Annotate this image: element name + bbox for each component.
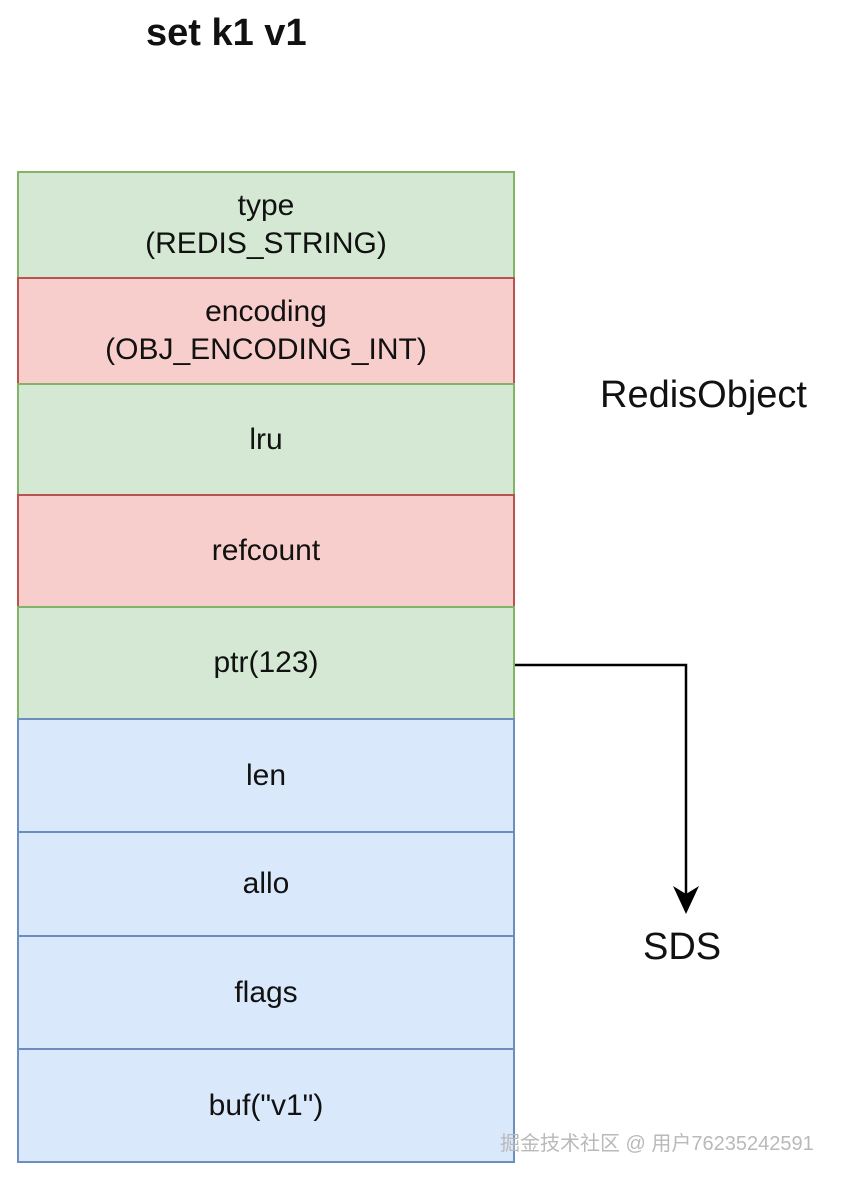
arrowhead-icon xyxy=(673,886,699,914)
field-lru: lru xyxy=(17,383,515,496)
field-refcount: refcount xyxy=(17,494,515,608)
field-ptr: ptr(123) xyxy=(17,606,515,720)
watermark: 掘金技术社区 @ 用户76235242591 xyxy=(500,1133,814,1155)
field-len: len xyxy=(17,718,515,833)
memory-layout-stack: type (REDIS_STRING) encoding (OBJ_ENCODI… xyxy=(17,171,515,1163)
diagram-title: set k1 v1 xyxy=(146,12,307,54)
sds-label: SDS xyxy=(643,926,722,968)
field-flags: flags xyxy=(17,935,515,1050)
field-buf: buf("v1") xyxy=(17,1048,515,1163)
field-type: type (REDIS_STRING) xyxy=(17,171,515,279)
redis-object-label: RedisObject xyxy=(600,374,807,416)
pointer-connector-line xyxy=(515,663,688,900)
field-encoding: encoding (OBJ_ENCODING_INT) xyxy=(17,277,515,385)
field-allo: allo xyxy=(17,831,515,937)
